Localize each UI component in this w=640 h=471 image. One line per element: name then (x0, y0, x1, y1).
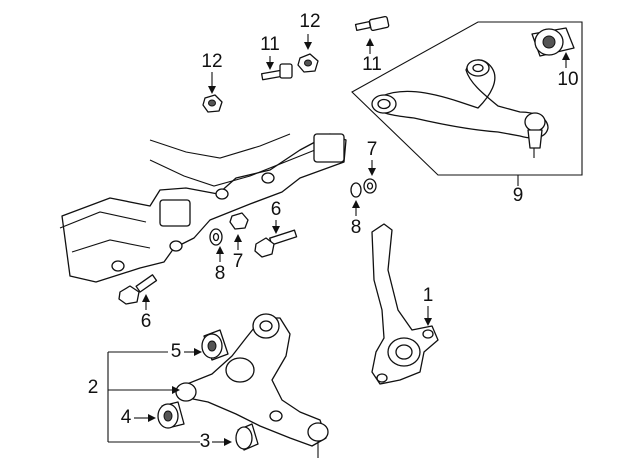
bolt-6-mid (254, 229, 298, 258)
callout-8-left: 8 (215, 263, 226, 284)
washer-8-right (350, 182, 362, 198)
callout-11-mid: 11 (260, 34, 280, 55)
steering-knuckle (371, 223, 439, 385)
upper-arm-bolt (354, 15, 390, 32)
callout-10: 10 (557, 69, 578, 90)
lower-control-arm (175, 313, 329, 458)
callout-12-mid: 12 (299, 11, 320, 32)
callout-labels: 1 2 3 4 5 6 6 7 7 8 8 9 10 11 11 12 12 (88, 11, 579, 452)
callout-7-left: 7 (233, 251, 244, 272)
nut-12-left (202, 94, 223, 113)
lower-arm-front-bushing (157, 401, 185, 429)
bolt-6-left (118, 274, 158, 305)
callout-1: 1 (423, 285, 434, 306)
callout-7-right: 7 (367, 139, 378, 160)
subframe (59, 133, 347, 283)
callout-5: 5 (171, 341, 182, 362)
callout-3: 3 (200, 431, 211, 452)
bolt-11-mid (260, 63, 293, 81)
lower-arm-rear-bushing (201, 329, 229, 361)
nut-7-right (363, 178, 377, 194)
callout-bracket-2 (107, 351, 200, 443)
leader-lines (134, 34, 570, 446)
callout-6-left: 6 (141, 311, 152, 332)
nut-12-mid (297, 53, 319, 73)
nut-7-left (229, 212, 249, 230)
callout-9: 9 (513, 185, 524, 206)
washer-8-left (209, 228, 223, 246)
callout-4: 4 (121, 407, 132, 428)
upper-arm-group-box (351, 21, 583, 186)
lower-arm-bushing-3 (235, 423, 259, 451)
callout-8-right: 8 (351, 217, 362, 238)
callout-12-left: 12 (201, 51, 222, 72)
callout-2: 2 (88, 377, 99, 398)
upper-control-arm (371, 59, 549, 158)
callout-6-mid: 6 (271, 199, 282, 220)
upper-arm-bushing (531, 27, 575, 57)
callout-11-top: 11 (362, 54, 382, 75)
